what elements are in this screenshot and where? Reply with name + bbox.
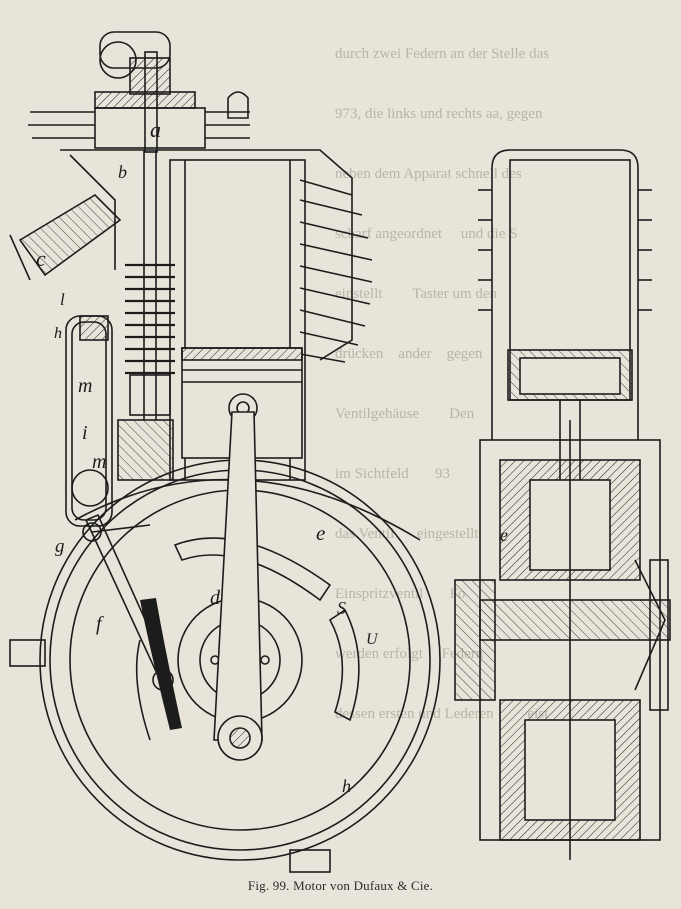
piston	[181, 347, 303, 459]
label-b: b	[118, 162, 127, 182]
left-section-view	[9, 31, 441, 873]
label-S: S	[337, 598, 346, 618]
label-c: c	[36, 246, 46, 271]
label-U: U	[366, 631, 379, 648]
label-e-left: e	[316, 521, 325, 545]
valve-cap	[94, 31, 249, 153]
label-h-bottom: h	[342, 776, 351, 796]
right-cylinder	[478, 149, 652, 440]
label-a: a	[150, 117, 161, 142]
cam-arc	[140, 598, 182, 730]
cylinder-head	[28, 107, 353, 361]
label-m-top: m	[78, 375, 92, 397]
part-labels: a b c l h m i m g e d f S U h e	[36, 117, 508, 796]
bleed-line: im Sichtfeld 93	[335, 466, 450, 482]
valve-spring	[117, 150, 175, 481]
label-m-bottom: m	[92, 451, 106, 473]
label-i: i	[82, 422, 88, 444]
pushrod-housing	[65, 315, 113, 527]
flywheel-slots	[135, 537, 360, 741]
right-section-view	[454, 149, 671, 860]
label-h-top: h	[54, 325, 62, 342]
bleed-line: neben dem Apparat schnell des	[335, 166, 522, 182]
label-e-right: e	[500, 525, 508, 545]
label-g: g	[55, 536, 65, 557]
label-d: d	[210, 587, 221, 609]
bleed-line: durch zwei Federn an der Stelle das	[335, 46, 550, 62]
connecting-rod	[213, 411, 263, 761]
bleed-line: drücken ander gegen	[335, 346, 483, 362]
cylinder-fins	[299, 179, 373, 363]
rocker-lever	[82, 513, 174, 691]
figure-caption: Fig. 99. Motor von Dufaux & Cie.	[247, 878, 434, 893]
inlet-port	[9, 193, 122, 281]
bleed-line: 973, die links und rechts aa, gegen	[335, 106, 543, 122]
label-f: f	[96, 613, 104, 635]
label-l: l	[60, 290, 65, 309]
bleed-line: Ventilgehäuse Den	[335, 406, 475, 422]
right-flywheel	[454, 559, 669, 711]
right-crankcase	[479, 420, 671, 860]
